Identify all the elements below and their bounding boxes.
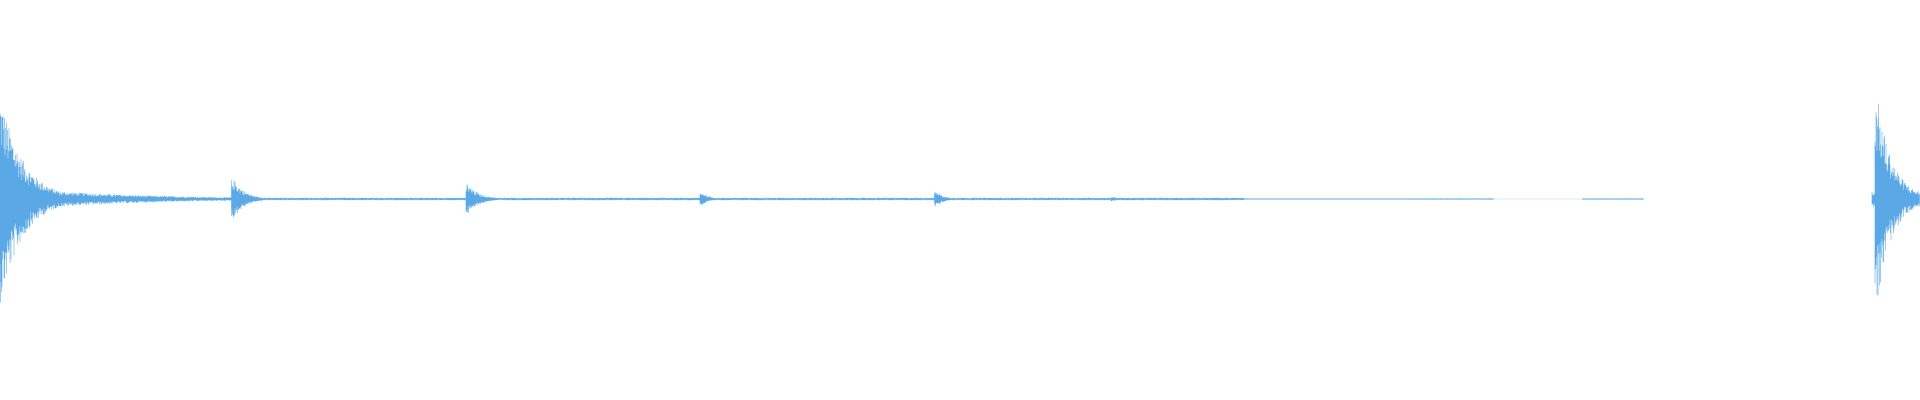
waveform-samples	[0, 103, 1920, 303]
waveform-path	[0, 103, 1920, 303]
